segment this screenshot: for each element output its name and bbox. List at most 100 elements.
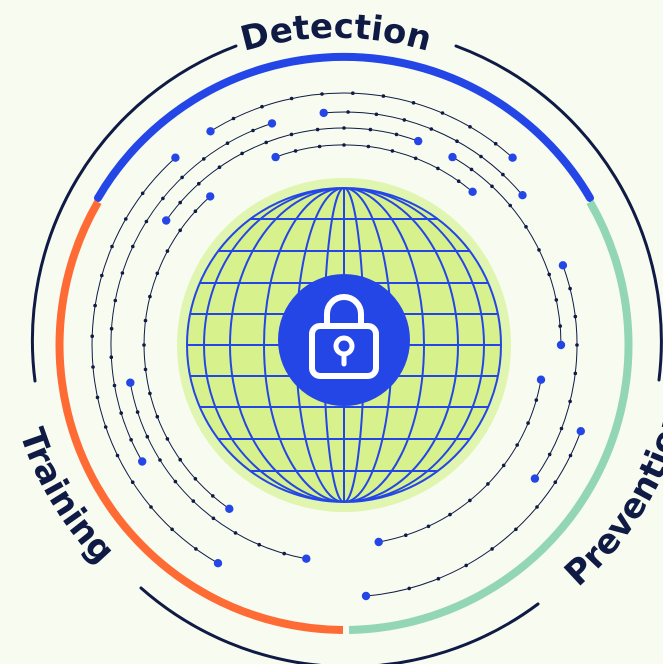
orbit-arc xyxy=(165,127,419,221)
orbit-dot xyxy=(93,303,97,308)
orbit-dot xyxy=(351,91,355,95)
orbit-dot xyxy=(381,94,386,98)
orbit-dot xyxy=(429,127,434,131)
orbit-dot xyxy=(575,343,579,347)
orbit-dot xyxy=(135,410,140,414)
orbit-dot xyxy=(129,438,133,442)
orbit-dot xyxy=(178,457,182,462)
orbit-dot xyxy=(317,144,322,149)
orbit-dot xyxy=(469,167,474,172)
orbit-dot xyxy=(468,125,472,129)
orbit-dot xyxy=(193,477,198,481)
orbit-dot xyxy=(165,437,170,441)
orbit-dot xyxy=(402,118,407,122)
orbit-arc xyxy=(91,157,219,564)
orbit-dot xyxy=(407,586,412,591)
orbit-arc xyxy=(378,379,542,543)
orbit-dot xyxy=(148,391,152,396)
orbit-dot xyxy=(559,426,564,431)
orbit-dot xyxy=(490,547,494,551)
orbit-dot xyxy=(346,110,350,114)
orbit-dot xyxy=(251,128,255,133)
orbit-dot xyxy=(158,458,162,462)
orbit-endpoint xyxy=(576,427,585,436)
prevention-arc xyxy=(348,199,633,634)
orbit-dot xyxy=(131,244,135,249)
orbit-dot xyxy=(526,421,530,425)
orbit-endpoint xyxy=(267,119,277,128)
orbit-dot xyxy=(240,151,244,156)
orbit-dot xyxy=(464,563,469,568)
orbit-dot xyxy=(178,228,182,233)
orbit-dot xyxy=(113,298,118,303)
orbit-dot xyxy=(143,318,148,323)
orbit-dot xyxy=(109,326,114,331)
orbit-arc xyxy=(129,382,307,560)
orbit-dot xyxy=(568,399,572,404)
orbit-endpoint xyxy=(126,378,135,387)
orbit-dot xyxy=(342,143,346,147)
orbit-dot xyxy=(426,524,431,529)
orbit-dot xyxy=(119,411,123,415)
orbit-dot xyxy=(342,126,346,130)
orbit-endpoint xyxy=(530,474,540,483)
orbit-dot xyxy=(486,482,490,486)
orbit-endpoint xyxy=(414,136,423,146)
orbit-dot xyxy=(112,383,117,388)
orbit-dot xyxy=(233,531,238,535)
orbit-dot xyxy=(501,172,505,177)
orbit-dot xyxy=(109,355,114,360)
orbit-dot xyxy=(537,248,541,252)
orbit-dot xyxy=(455,139,459,143)
orbit-dot xyxy=(394,132,399,137)
orbit-endpoint xyxy=(206,127,215,136)
orbit-endpoint xyxy=(536,375,546,384)
orbit-dot xyxy=(173,479,178,484)
orbit-dot xyxy=(558,324,562,328)
orbit-endpoint xyxy=(556,340,566,350)
orbit-arc xyxy=(110,122,273,462)
orbit-dot xyxy=(490,184,494,189)
orbit-dot xyxy=(508,203,512,208)
orbit-dot xyxy=(120,271,125,275)
prevention-label: Prevention xyxy=(557,403,663,594)
orbit-dot xyxy=(197,181,201,186)
orbit-dot xyxy=(573,371,578,376)
orbit-endpoint xyxy=(518,191,527,200)
orbit-dot xyxy=(390,149,395,153)
orbit-dot xyxy=(374,112,379,117)
orbit-dot xyxy=(165,249,170,253)
orbit-arc xyxy=(143,196,230,510)
orbit-endpoint xyxy=(171,153,180,162)
orbit-endpoint xyxy=(508,153,517,162)
orbit-arc xyxy=(452,156,562,346)
orbit-dot xyxy=(100,273,104,278)
orbit-endpoint xyxy=(361,591,371,601)
orbit-dot xyxy=(514,527,518,532)
orbit-dot xyxy=(103,425,108,429)
orbit-dot xyxy=(320,92,324,96)
detection-label: Detection xyxy=(236,7,435,60)
orbit-dot xyxy=(91,365,95,369)
orbit-dot xyxy=(180,175,184,180)
orbit-dot xyxy=(194,547,198,551)
orbit-dot xyxy=(124,217,128,221)
orbit-dot xyxy=(142,343,146,347)
orbit-dot xyxy=(315,127,320,132)
detection-arc xyxy=(94,52,594,202)
orbit-endpoint xyxy=(319,108,328,118)
orbit-dot xyxy=(411,101,416,105)
orbit-dot xyxy=(448,512,452,517)
orbit-dot xyxy=(130,480,135,485)
orbit-dot xyxy=(264,140,269,145)
orbit-dot xyxy=(144,219,149,224)
orbit-dot xyxy=(178,200,182,205)
orbit-dot xyxy=(289,132,294,137)
orbit-dot xyxy=(436,166,440,171)
orbit-dot xyxy=(573,314,578,319)
orbit-endpoint xyxy=(162,216,171,225)
orbit-dot xyxy=(368,127,373,132)
orbit-dot xyxy=(413,156,418,161)
orbit-dot xyxy=(155,271,160,276)
orbit-endpoint xyxy=(271,152,280,162)
